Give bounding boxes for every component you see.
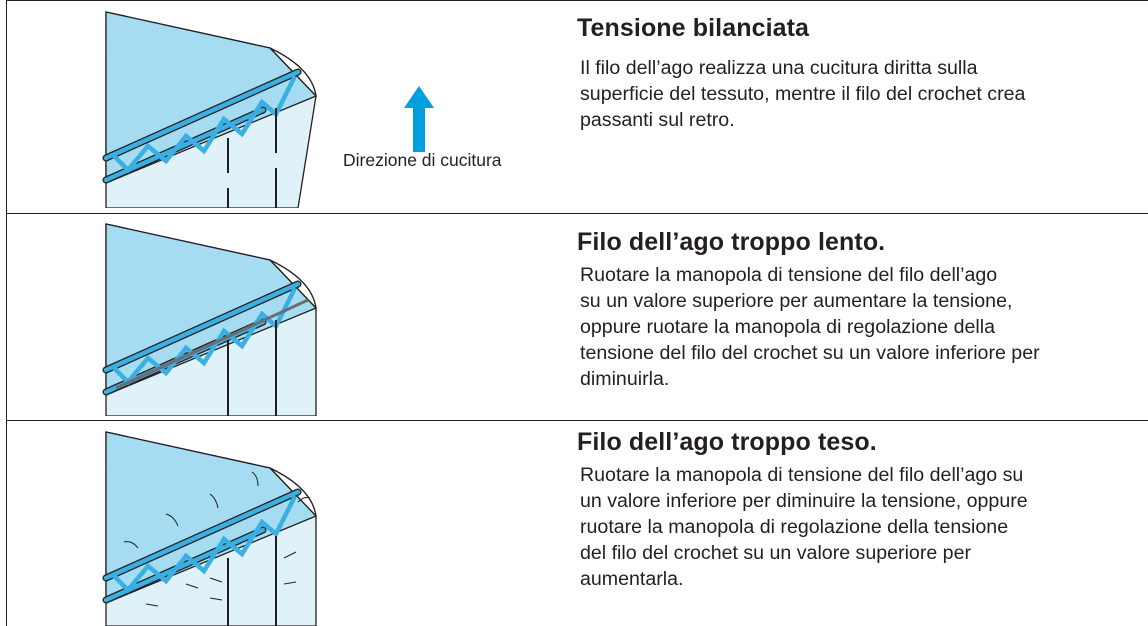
- section-text-balanced: Il filo dell’ago realizza una cucitura d…: [580, 57, 1026, 131]
- section-title-needle-tight: Filo dell’ago troppo teso.: [577, 428, 877, 456]
- divider-1: [6, 213, 1148, 214]
- section-text-needle-tight: Ruotare la manopola di tensione del filo…: [580, 464, 1028, 590]
- section-title-balanced: Tensione bilanciata: [577, 14, 810, 42]
- stitch-illustration-needle-loose: [98, 220, 328, 416]
- stitch-illustration-balanced: [98, 8, 328, 208]
- sewing-direction-arrow-icon: [404, 86, 434, 157]
- sewing-direction-label: Direzione di cucitura: [343, 150, 502, 170]
- divider-top: [6, 0, 1148, 1]
- divider-2: [6, 420, 1148, 421]
- stitch-illustration-needle-tight: [98, 428, 328, 626]
- section-title-needle-loose: Filo dell’ago troppo lento.: [577, 228, 886, 256]
- table-frame: [6, 0, 1148, 626]
- section-text-needle-loose: Ruotare la manopola di tensione del filo…: [580, 264, 1040, 390]
